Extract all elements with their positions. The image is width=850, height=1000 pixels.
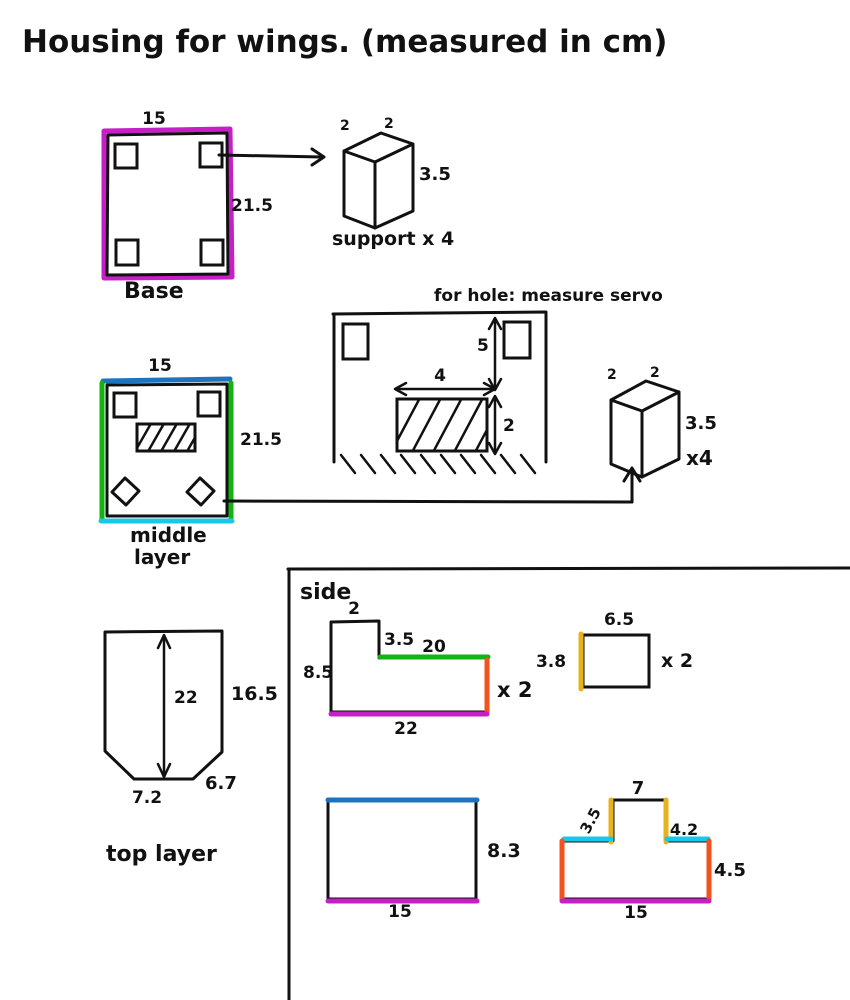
top-layer-caption: top layer bbox=[106, 842, 217, 867]
support-right-body bbox=[609, 379, 681, 479]
middle-width-label: 15 bbox=[148, 356, 172, 376]
plain-rect-dim-bottom: 15 bbox=[388, 902, 412, 922]
small-rect-dim-left: 3.8 bbox=[536, 652, 566, 672]
servo-dim-slot-height: 2 bbox=[503, 416, 515, 436]
l-shape-dim-left: 8.5 bbox=[303, 663, 333, 683]
top-layer-height-arrow bbox=[156, 633, 172, 779]
servo-ground-hatching bbox=[339, 453, 537, 475]
base-height-label: 21.5 bbox=[231, 196, 273, 216]
base-hole-bottom-left bbox=[114, 238, 140, 267]
figure-support-top: 2 2 3.5 support x 4 bbox=[332, 116, 454, 250]
page-title: Housing for wings. (measured in cm) bbox=[22, 24, 667, 60]
small-rect-dim-top: 6.5 bbox=[604, 610, 634, 630]
servo-hole-right bbox=[502, 320, 532, 360]
middle-caption-line1: middle bbox=[130, 523, 207, 547]
support-top-caption: support x 4 bbox=[332, 228, 454, 250]
figure-plain-rect: 15 8.3 bbox=[325, 797, 521, 922]
base-hole-bottom-right bbox=[199, 238, 225, 267]
servo-dim-gap: 5 bbox=[477, 336, 489, 356]
middle-outline-ink bbox=[105, 382, 229, 518]
l-shape-quantity: x 2 bbox=[497, 678, 532, 702]
l-shape-dim-top-short: 2 bbox=[348, 599, 360, 619]
middle-hole-top-right bbox=[196, 390, 222, 418]
middle-hatched-slot bbox=[135, 422, 197, 453]
middle-height-label: 21.5 bbox=[240, 430, 282, 450]
base-hole-top-left bbox=[113, 142, 139, 170]
figure-support-right: 2 2 3.5 x4 bbox=[607, 365, 717, 479]
middle-top-edge-blue bbox=[100, 376, 233, 384]
t-shape-dim-right: 4.5 bbox=[714, 860, 746, 881]
figure-servo-detail: for hole: measure servo 5 4 bbox=[331, 286, 663, 475]
l-shape-dim-bottom: 22 bbox=[394, 719, 418, 739]
support-top-dim-left: 2 bbox=[340, 118, 350, 134]
small-rect-quantity: x 2 bbox=[661, 650, 693, 672]
middle-hole-top-left bbox=[112, 391, 138, 419]
servo-hatched-slot bbox=[395, 397, 489, 453]
top-layer-dim-chamfer: 6.7 bbox=[205, 773, 237, 794]
base-outline-magenta bbox=[101, 126, 235, 281]
top-layer-dim-bottom: 7.2 bbox=[132, 788, 162, 808]
support-top-body bbox=[342, 131, 415, 230]
top-layer-outline bbox=[103, 629, 224, 781]
top-layer-dim-height: 22 bbox=[174, 688, 198, 708]
support-right-dim-top: 2 bbox=[650, 365, 660, 381]
panel-side: side 2 3.5 20 8.5 22 x 2 6.5 3.8 x 2 bbox=[286, 566, 850, 1000]
support-top-dim-top: 2 bbox=[384, 116, 394, 132]
figure-top-layer: 22 16.5 6.7 7.2 top layer bbox=[103, 629, 278, 867]
support-right-quantity: x4 bbox=[686, 446, 713, 470]
servo-dim-2-arrow bbox=[487, 394, 503, 456]
servo-detail-note: for hole: measure servo bbox=[434, 286, 663, 306]
plain-rect-dim-right: 8.3 bbox=[487, 840, 521, 862]
figure-l-shape: 2 3.5 20 8.5 22 x 2 bbox=[303, 599, 532, 739]
figure-t-shape: 7 3.5 4.2 4.5 15 bbox=[559, 778, 746, 923]
base-outline-ink bbox=[105, 131, 230, 277]
side-panel-top-border bbox=[286, 566, 850, 571]
arrow-base-to-support bbox=[217, 147, 326, 167]
t-shape-dim-top-real: 7 bbox=[632, 778, 645, 799]
figure-base: 15 21.5 Base bbox=[101, 109, 273, 304]
support-top-dim-side: 3.5 bbox=[419, 164, 451, 185]
side-panel-caption: side bbox=[300, 580, 351, 605]
middle-diamond-right bbox=[185, 476, 216, 507]
l-shape-dim-top-long: 20 bbox=[422, 637, 446, 657]
l-shape-dim-step: 3.5 bbox=[384, 630, 414, 650]
servo-dim-slot-width: 4 bbox=[434, 366, 446, 386]
middle-caption-line2: layer bbox=[134, 545, 190, 569]
support-right-dim-left: 2 bbox=[607, 367, 617, 383]
servo-hole-left bbox=[341, 322, 370, 361]
figure-small-rect: 6.5 3.8 x 2 bbox=[536, 610, 693, 692]
t-shape-dim-right-step: 4.2 bbox=[670, 820, 698, 839]
base-caption: Base bbox=[124, 279, 184, 304]
servo-dim-4-arrow bbox=[393, 381, 497, 397]
top-layer-dim-right: 16.5 bbox=[231, 683, 278, 705]
base-width-label: 15 bbox=[142, 109, 166, 129]
t-shape-dim-bottom: 15 bbox=[624, 903, 648, 923]
servo-frame-top-right bbox=[331, 310, 548, 464]
figure-middle-layer: 15 21.5 middle layer bbox=[98, 356, 282, 569]
support-right-dim-side: 3.5 bbox=[685, 413, 717, 434]
middle-diamond-left bbox=[110, 476, 141, 507]
